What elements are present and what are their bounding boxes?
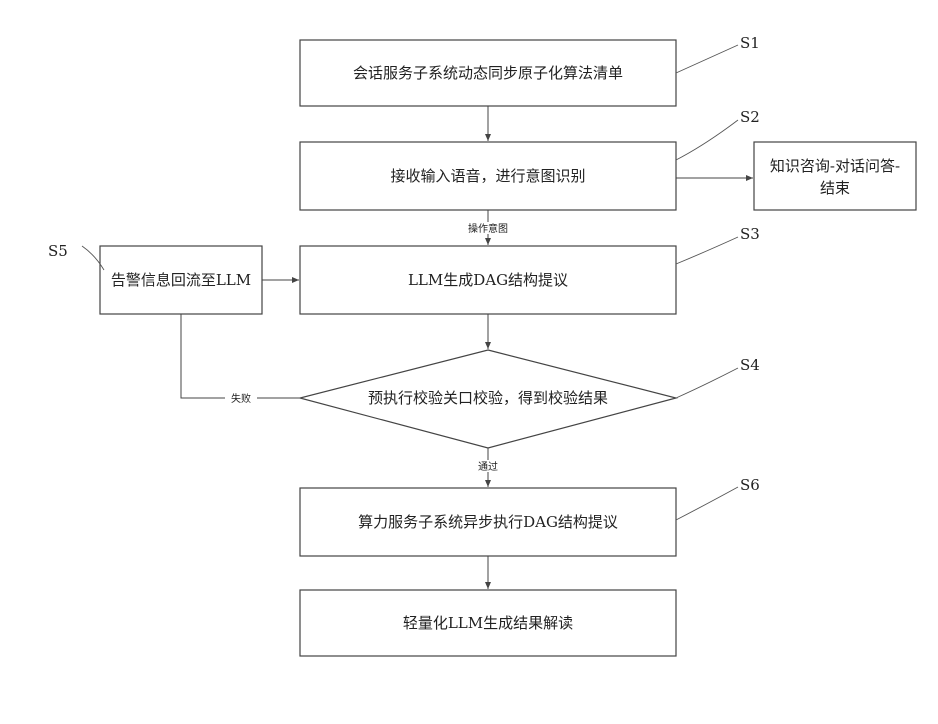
edge-label-task-intent: 操作意图: [468, 222, 508, 235]
verify-label: 预执行校验关口校验，得到校验结果: [368, 389, 608, 407]
sync-label: 会话服务子系统动态同步原子化算法清单: [353, 64, 623, 82]
intent-label: 接收输入语音，进行意图识别: [390, 167, 585, 185]
fail-path: [181, 314, 300, 398]
step-label-s1: S1: [740, 34, 760, 52]
knowledge-label-line2: 结束: [820, 179, 850, 197]
s3-leader: [676, 237, 738, 264]
alert-label: 告警信息回流至LLM: [111, 271, 251, 289]
dag-label: LLM生成DAG结构提议: [408, 271, 568, 289]
edge-label-pass: 通过: [478, 460, 498, 473]
s1-leader: [676, 45, 738, 73]
interpret-label: 轻量化LLM生成结果解读: [403, 614, 573, 632]
step-label-s5: S5: [48, 242, 68, 260]
step-label-s6: S6: [740, 476, 760, 494]
knowledge-label-line1: 知识咨询-对话问答-: [770, 157, 900, 175]
execute-label: 算力服务子系统异步执行DAG结构提议: [358, 513, 618, 531]
step-label-s3: S3: [740, 225, 760, 243]
s2-leader: [676, 120, 738, 160]
step-label-s2: S2: [740, 108, 760, 126]
step-label-s4: S4: [740, 356, 760, 374]
s6-leader: [676, 487, 738, 520]
knowledge-box: [754, 142, 916, 210]
s4-leader: [676, 368, 738, 398]
edge-label-fail: 失败: [231, 392, 251, 405]
